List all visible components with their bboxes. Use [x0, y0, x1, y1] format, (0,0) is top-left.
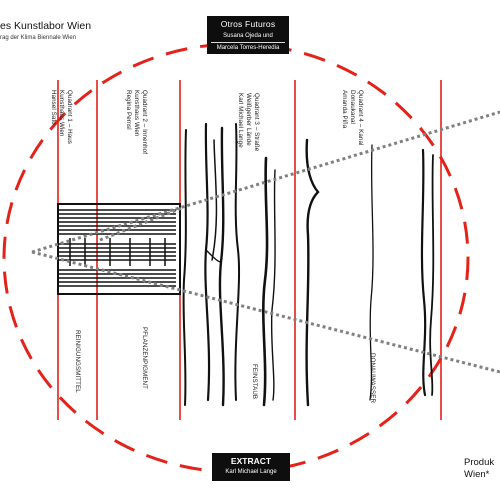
quadrant-1-line1: Quadrant 1 – Haus: [66, 90, 73, 144]
bottom-right-caption: Produk Wien*: [464, 457, 494, 481]
material-3-text: FEINSTAUB: [251, 364, 258, 400]
quadrant-4-line1: Quadrant 4 – Kanal: [357, 90, 364, 146]
quadrant-2-line1: Quadrant 2 – Innenhof: [141, 90, 148, 155]
quadrant-3-line3: Karl Michael Lange: [237, 93, 244, 148]
exhibition-title: es Kunstlabor Wien: [0, 20, 92, 32]
dotted-gray-lines: [31, 110, 500, 374]
quadrant-2-line3: Regina Pemsl: [125, 90, 132, 130]
dotted-line-inner: [99, 206, 183, 242]
exhibition-subtitle: rag der Klima Biennale Wien: [0, 35, 77, 41]
quadrant-4-line2: Donaukanal: [349, 90, 356, 125]
quadrant-1-line2: Kunsthaus Wien: [58, 90, 65, 137]
extract-block: EXTRACT Karl Michael Lange: [212, 453, 290, 481]
bottom-right-line1: Produk: [464, 457, 495, 468]
quadrant-2-line2: Kunsthaus Wien: [133, 90, 140, 137]
quadrant-1-line3: Hansel Sato: [50, 90, 57, 125]
dashed-red-ellipse: [2, 42, 470, 474]
dotted-line-lower: [31, 250, 500, 374]
otros-futuros-line2: Marcela Torres-Heredia: [216, 45, 280, 51]
hatched-building-drawing: [57, 203, 181, 295]
material-2-text: PFLANZENPIGMENT: [141, 327, 148, 390]
hand-drawn-strokes-q4: [305, 138, 435, 407]
quadrant-3-line1: Quadrant 3 – Straße: [253, 93, 260, 152]
otros-futuros-block: Otros Futuros Susana Ojeda und Marcela T…: [207, 16, 289, 54]
material-4-text: DONAUWASSER: [369, 353, 376, 404]
bottom-right-line2: Wien*: [464, 469, 490, 480]
quadrant-3-line2: Weißgerber Lände: [245, 93, 252, 146]
extract-title: EXTRACT: [230, 456, 272, 466]
otros-futuros-divider: [211, 42, 285, 43]
hand-drawn-strokes-q3: [182, 122, 276, 407]
extract-subtitle: Karl Michael Lange: [225, 469, 277, 475]
quadrant-4-line3: Amanda Piña: [341, 90, 348, 129]
otros-futuros-line1: Susana Ojeda und: [223, 33, 273, 39]
material-1-text: REINIGUNGSMITTEL: [74, 330, 81, 393]
otros-futuros-title: Otros Futuros: [220, 19, 276, 29]
